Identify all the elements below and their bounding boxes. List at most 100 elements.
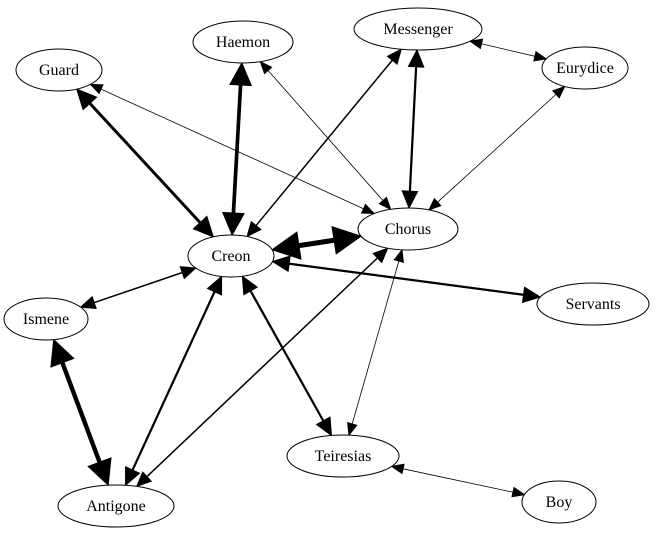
arrowhead-creon <box>270 231 302 260</box>
edge-teiresias-boy <box>390 463 526 498</box>
node-ellipse-antigone <box>57 484 175 528</box>
arrowhead-eurydice <box>533 50 548 62</box>
node-ellipse-creon <box>187 234 275 278</box>
edge-line-creon-teiresias <box>248 288 326 424</box>
node-ellipse-haemon <box>192 20 294 64</box>
node-label-creon: Creon <box>211 248 250 265</box>
node-label-antigone: Antigone <box>86 498 146 515</box>
arrowhead-chorus <box>360 203 376 215</box>
node-servants: Servants <box>536 282 650 326</box>
node-chorus: Chorus <box>357 207 459 251</box>
edge-chorus-teiresias <box>347 248 404 437</box>
edge-line-chorus-teiresias <box>351 259 400 426</box>
arrowhead-creon <box>221 211 245 237</box>
arrowhead-ismene <box>79 295 97 310</box>
node-ellipse-eurydice <box>541 46 629 90</box>
node-label-eurydice: Eurydice <box>556 60 614 77</box>
edge-line-creon-servants <box>286 262 527 297</box>
edge-messenger-chorus <box>401 48 425 210</box>
arrowhead-creon <box>271 255 291 273</box>
arrowhead-creon <box>246 220 262 238</box>
edge-line-haemon-chorus <box>266 68 385 203</box>
edge-line-messenger-creon <box>254 58 395 228</box>
node-ellipse-boy <box>521 480 597 524</box>
edge-line-teiresias-boy <box>401 468 515 493</box>
node-label-guard: Guard <box>39 62 79 79</box>
arrowhead-servants <box>521 286 542 304</box>
node-label-boy: Boy <box>546 494 573 511</box>
arrowhead-antigone <box>135 471 153 488</box>
arrowhead-boy <box>511 486 526 498</box>
arrowhead-guard <box>89 83 104 95</box>
arrowhead-chorus <box>331 226 363 255</box>
edge-creon-antigone <box>125 275 223 487</box>
edge-line-creon-chorus <box>294 237 339 249</box>
arrowhead-guard <box>75 88 98 111</box>
arrowhead-antigone <box>125 466 141 487</box>
node-guard: Guard <box>15 48 103 92</box>
arrowhead-teiresias <box>347 421 358 437</box>
edge-haemon-creon <box>221 61 253 237</box>
node-creon: Creon <box>187 234 275 278</box>
node-eurydice: Eurydice <box>541 46 629 90</box>
node-haemon: Haemon <box>192 20 294 64</box>
edge-creon-chorus <box>270 226 363 260</box>
edges-layer <box>50 38 566 498</box>
node-messenger: Messenger <box>353 7 483 51</box>
node-ellipse-messenger <box>353 7 483 51</box>
node-label-haemon: Haemon <box>216 34 270 51</box>
edge-eurydice-chorus <box>427 85 566 211</box>
edge-line-ismene-antigone <box>58 358 103 467</box>
edge-line-chorus-antigone <box>144 255 380 479</box>
node-ellipse-guard <box>15 48 103 92</box>
edge-line-eurydice-chorus <box>435 92 558 204</box>
node-ellipse-ismene <box>3 297 89 341</box>
edge-haemon-chorus <box>259 60 392 211</box>
edge-creon-teiresias <box>241 275 333 437</box>
arrowhead-eurydice <box>552 85 566 99</box>
arrowhead-creon <box>192 215 215 238</box>
arrowhead-chorus <box>372 247 389 264</box>
node-antigone: Antigone <box>57 484 175 528</box>
edge-line-messenger-chorus <box>408 64 418 194</box>
node-label-ismene: Ismene <box>23 311 69 328</box>
arrowhead-antigone <box>87 457 112 487</box>
edge-line-guard-chorus <box>99 88 366 210</box>
node-label-servants: Servants <box>565 296 620 313</box>
arrowhead-haemon <box>229 61 253 87</box>
arrowhead-creon <box>241 275 259 296</box>
arrowhead-teiresias <box>315 416 333 437</box>
arrowhead-messenger <box>386 48 403 66</box>
arrowhead-haemon <box>259 60 273 75</box>
arrowhead-chorus <box>427 197 442 211</box>
node-ellipse-servants <box>536 282 650 326</box>
edge-line-guard-creon <box>86 100 204 226</box>
edge-guard-chorus <box>89 83 376 215</box>
arrowhead-ismene <box>50 338 75 368</box>
node-ellipse-teiresias <box>286 434 400 478</box>
edge-guard-creon <box>75 88 215 238</box>
arrowhead-creon <box>206 275 223 296</box>
edge-line-creon-ismene <box>91 271 185 305</box>
node-teiresias: Teiresias <box>286 434 400 478</box>
node-label-messenger: Messenger <box>383 21 453 38</box>
edge-creon-ismene <box>79 266 197 310</box>
edge-ismene-antigone <box>50 338 112 487</box>
edge-messenger-eurydice <box>468 38 548 62</box>
arrowhead-chorus <box>393 248 404 263</box>
node-label-teiresias: Teiresias <box>315 448 372 465</box>
arrowhead-teiresias <box>390 463 405 475</box>
edge-messenger-creon <box>246 48 403 238</box>
node-ismene: Ismene <box>3 297 89 341</box>
arrowhead-chorus <box>378 196 392 211</box>
node-label-chorus: Chorus <box>385 221 431 238</box>
node-boy: Boy <box>521 480 597 524</box>
edge-chorus-antigone <box>135 247 389 488</box>
arrowhead-messenger <box>468 38 484 50</box>
edge-creon-servants <box>271 255 542 304</box>
arrowhead-creon <box>179 266 197 280</box>
edge-line-haemon-creon <box>231 81 243 217</box>
edge-line-creon-antigone <box>130 288 217 473</box>
